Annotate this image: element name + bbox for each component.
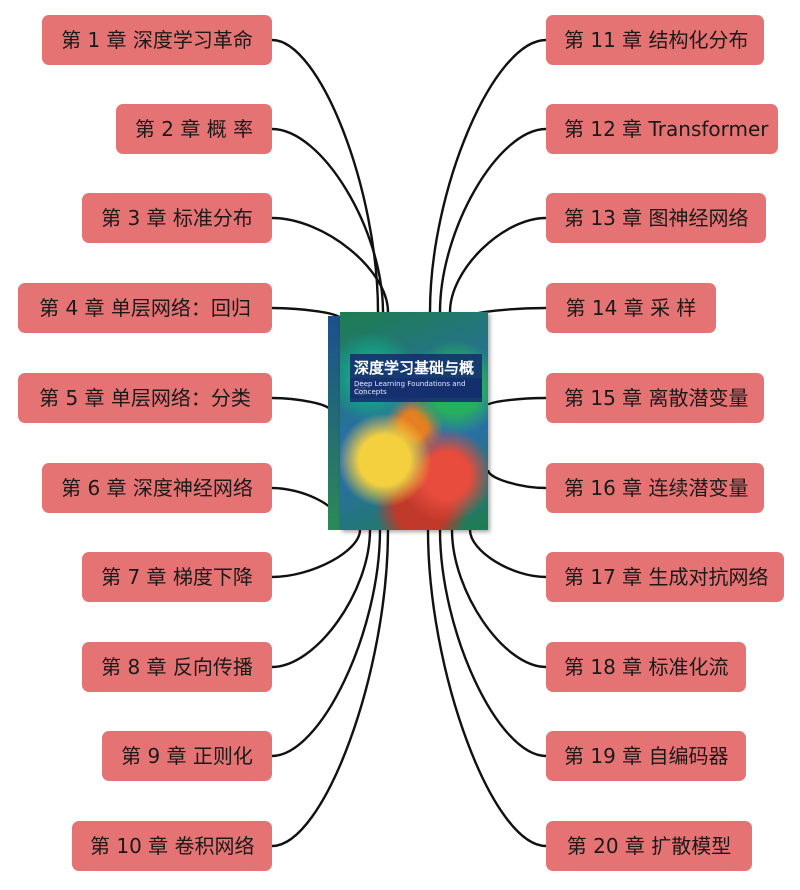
connector-line-5 xyxy=(271,396,332,411)
chapter-node-15: 第 15 章 离散潜变量 xyxy=(546,373,764,423)
chapter-node-11: 第 11 章 结构化分布 xyxy=(546,15,764,65)
connector-line-19 xyxy=(438,529,547,758)
book-subtitle: Deep Learning Foundations and Concepts xyxy=(350,378,482,398)
chapter-node-6: 第 6 章 深度神经网络 xyxy=(42,463,272,513)
connector-line-11 xyxy=(428,38,547,313)
chapter-node-1: 第 1 章 深度学习革命 xyxy=(42,15,272,65)
chapter-node-3: 第 3 章 标准分布 xyxy=(82,193,272,243)
connector-line-16 xyxy=(486,469,547,490)
connector-line-17 xyxy=(468,529,547,579)
chapter-node-5: 第 5 章 单层网络：分类 xyxy=(18,373,272,423)
connector-line-13 xyxy=(448,216,547,313)
connector-line-1 xyxy=(271,38,380,313)
connector-line-15 xyxy=(486,396,547,407)
chapter-node-9: 第 9 章 正则化 xyxy=(102,731,272,781)
chapter-node-8: 第 8 章 反向传播 xyxy=(82,642,272,692)
connector-line-7 xyxy=(271,529,362,579)
book-cover: 深度学习基础与概念 Deep Learning Foundations and … xyxy=(340,312,488,530)
connector-line-20 xyxy=(426,529,547,848)
connector-line-12 xyxy=(438,127,547,313)
chapter-node-14: 第 14 章 采 样 xyxy=(546,283,716,333)
connector-line-9 xyxy=(271,529,382,758)
chapter-node-18: 第 18 章 标准化流 xyxy=(546,642,746,692)
chapter-node-12: 第 12 章 Transformer xyxy=(546,104,778,154)
chapter-node-20: 第 20 章 扩散模型 xyxy=(546,821,752,871)
chapter-node-13: 第 13 章 图神经网络 xyxy=(546,193,766,243)
connector-line-10 xyxy=(271,529,390,848)
chapter-node-19: 第 19 章 自编码器 xyxy=(546,731,746,781)
chapter-node-17: 第 17 章 生成对抗网络 xyxy=(546,552,784,602)
connector-line-18 xyxy=(450,529,547,669)
book-cover-image: 深度学习基础与概念 Deep Learning Foundations and … xyxy=(328,312,488,532)
chapter-node-4: 第 4 章 单层网络：回归 xyxy=(18,283,272,333)
book-spine xyxy=(328,316,341,530)
connector-line-2 xyxy=(271,127,385,313)
connector-line-3 xyxy=(271,216,390,313)
chapter-node-2: 第 2 章 概 率 xyxy=(116,104,272,154)
connector-line-8 xyxy=(271,529,372,669)
chapter-node-10: 第 10 章 卷积网络 xyxy=(72,821,272,871)
chapter-node-7: 第 7 章 梯度下降 xyxy=(82,552,272,602)
chapter-node-16: 第 16 章 连续潜变量 xyxy=(546,463,764,513)
